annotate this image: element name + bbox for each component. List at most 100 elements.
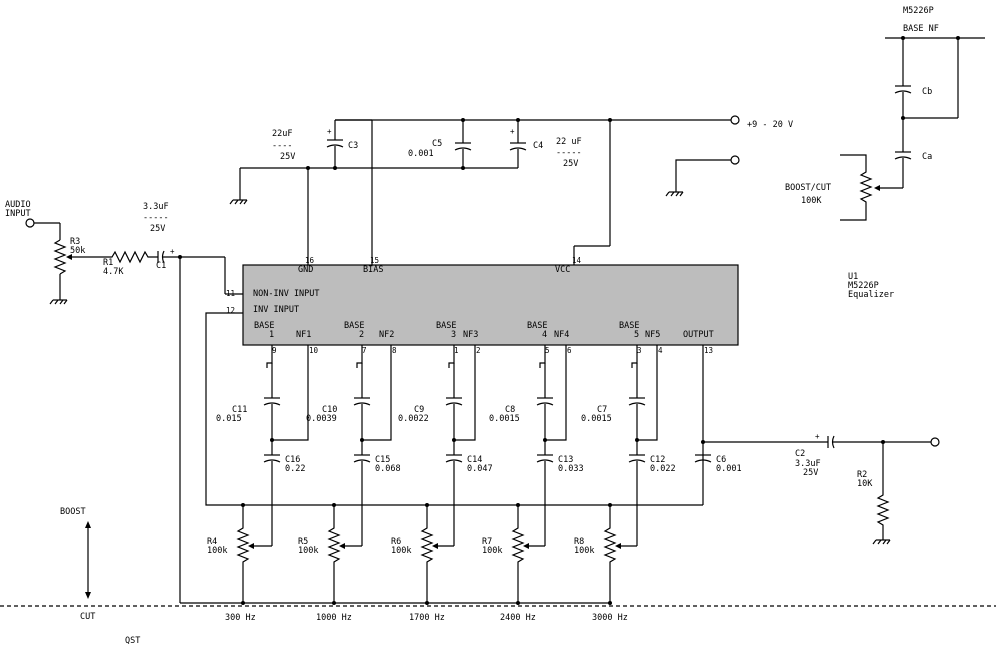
svg-text:+: + [170, 247, 175, 256]
band-1-pin-base: 9 [272, 346, 277, 355]
band-2-pot-name: R5 [298, 537, 308, 547]
band-4-cap1-name: C8 [505, 405, 515, 415]
band-1-freq: 300 Hz [225, 613, 256, 623]
c5-name: C5 [432, 139, 442, 149]
c4-voltage: 25V [563, 159, 578, 169]
pin16-num: 16 [305, 256, 315, 265]
pin15-num: 15 [370, 256, 379, 265]
c4-dash: ----- [556, 148, 582, 158]
band-4-freq: 2400 Hz [500, 613, 536, 623]
c1-value: 3.3uF [143, 202, 169, 212]
pin12-num: 12 [226, 306, 235, 315]
svg-text:+: + [327, 127, 332, 136]
band-3-cap2-value: 0.047 [467, 464, 493, 474]
band-5-num: 5 [634, 330, 639, 340]
band-1-cap2-name: C16 [285, 455, 300, 465]
band-4-cap2-value: 0.033 [558, 464, 584, 474]
band-2-cap2-value: 0.068 [375, 464, 401, 474]
ic-desc-3: Equalizer [848, 290, 894, 300]
band-2-cap1-name: C10 [322, 405, 337, 415]
detail-pot-label: BOOST/CUT [785, 183, 831, 193]
band-4-pin-base: 5 [545, 346, 550, 355]
r3-name: R3 [70, 237, 80, 247]
band-2-cap1-value: 0.0039 [306, 414, 337, 424]
band-3-freq: 1700 Hz [409, 613, 445, 623]
cut-label: CUT [80, 612, 95, 622]
band-1-pin-nf: 10 [309, 346, 319, 355]
band-5-cap2-value: 0.022 [650, 464, 676, 474]
band-1-base-label: BASE [254, 321, 274, 331]
band-2-pot-value: 100k [298, 546, 318, 556]
band-1-cap1-value: 0.015 [216, 414, 242, 424]
c3-name: C3 [348, 141, 358, 151]
pin-inv-label: INV INPUT [253, 305, 299, 315]
band-1-pot-value: 100k [207, 546, 227, 556]
band-1-cap2-value: 0.22 [285, 464, 305, 474]
band-4-cap1-value: 0.0015 [489, 414, 520, 424]
r3-value: 50k [70, 246, 85, 256]
pin-noninv-label: NON-INV INPUT [253, 289, 320, 299]
ic-u1-body [242, 264, 739, 346]
ic-desc-1: U1 [848, 272, 858, 282]
band-2-nf-label: NF2 [379, 330, 394, 340]
band-2-base-label: BASE [344, 321, 364, 331]
band-4-pot-name: R7 [482, 537, 492, 547]
c2-voltage: 25V [803, 468, 818, 478]
r1-name: R1 [103, 258, 113, 268]
band-3-pin-base: 1 [454, 346, 459, 355]
pin11-num: 11 [226, 289, 235, 298]
c3-value: 22uF [272, 129, 292, 139]
band-5-freq: 3000 Hz [592, 613, 628, 623]
band-2-freq: 1000 Hz [316, 613, 352, 623]
pin13-num: 13 [704, 346, 713, 355]
detail-cb: Cb [922, 87, 932, 97]
band-4-num: 4 [542, 330, 547, 340]
r2-name: R2 [857, 470, 867, 480]
band-4-base-label: BASE [527, 321, 547, 331]
band-3-cap1-name: C9 [414, 405, 424, 415]
band-5-base-label: BASE [619, 321, 639, 331]
audio-label-2: INPUT [5, 209, 31, 219]
band-3-nf-label: NF3 [463, 330, 478, 340]
pin-gnd-label: GND [298, 265, 313, 275]
band-2-pin-nf: 8 [392, 346, 397, 355]
c2-value: 3.3uF [795, 459, 821, 469]
c5-value: 0.001 [408, 149, 434, 159]
band-3-cap1-value: 0.0022 [398, 414, 429, 424]
band-2-cap2-name: C15 [375, 455, 390, 465]
band-5-pot-name: R8 [574, 537, 584, 547]
band-3-num: 3 [451, 330, 456, 340]
c1-name: C1 [156, 261, 166, 271]
svg-text:+: + [815, 432, 820, 441]
band-2-num: 2 [359, 330, 364, 340]
svg-text:+: + [510, 127, 515, 136]
band-5-pin-nf: 4 [658, 346, 663, 355]
band-3-pin-nf: 2 [476, 346, 481, 355]
boost-label: BOOST [60, 507, 86, 517]
band-5-cap1-name: C7 [597, 405, 607, 415]
band-3-pot-value: 100k [391, 546, 411, 556]
ic-desc-2: M5226P [848, 281, 879, 291]
supply-terminal [730, 115, 740, 125]
pin14-num: 14 [572, 256, 582, 265]
band-1-nf-label: NF1 [296, 330, 311, 340]
band-2-pin-base: 7 [362, 346, 367, 355]
c4-value: 22 uF [556, 137, 582, 147]
audio-label-1: AUDIO [5, 200, 31, 210]
r1-value: 4.7K [103, 267, 124, 277]
c1-voltage: 25V [150, 224, 165, 234]
detail-ca: Ca [922, 152, 932, 162]
band-network [236, 345, 658, 605]
band-4-pot-value: 100k [482, 546, 502, 556]
band-4-cap2-name: C13 [558, 455, 573, 465]
band-1-pot-name: R4 [207, 537, 217, 547]
band-5-cap1-value: 0.0015 [581, 414, 612, 424]
c6-name: C6 [716, 455, 726, 465]
c3-dash: ---- [272, 141, 292, 151]
band-5-pin-base: 3 [637, 346, 642, 355]
pin-output-label: OUTPUT [683, 330, 714, 340]
pin-bias-label: BIAS [363, 265, 383, 275]
pin-vcc-label: VCC [555, 265, 570, 275]
detail-pot-value: 100K [801, 196, 822, 206]
